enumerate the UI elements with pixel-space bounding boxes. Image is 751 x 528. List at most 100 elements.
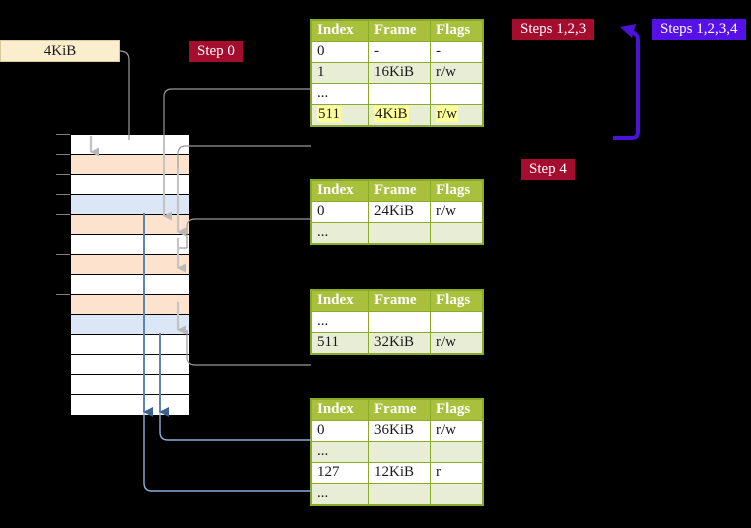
cell-frame: 16KiB xyxy=(368,62,431,84)
size-box-label: 4KiB xyxy=(43,42,77,59)
memory-tick xyxy=(56,154,70,155)
cell-index: ... xyxy=(311,311,369,333)
memory-frame-row xyxy=(71,195,189,215)
memory-frame-row xyxy=(71,275,189,295)
column-header-flags: Flags xyxy=(430,399,483,421)
column-header-frame: Frame xyxy=(368,399,431,421)
memory-frame-column xyxy=(70,134,190,415)
memory-frame-row xyxy=(71,355,189,375)
cell-index: 0 xyxy=(311,201,369,223)
column-header-frame: Frame xyxy=(368,20,431,42)
cell-frame: 12KiB xyxy=(368,462,431,484)
column-header-frame: Frame xyxy=(368,180,431,202)
memory-tick xyxy=(56,134,70,135)
column-header-flags: Flags xyxy=(430,290,483,312)
table-row: ... xyxy=(311,222,483,244)
cell-frame: 24KiB xyxy=(368,201,431,223)
table-row: ... xyxy=(311,441,483,463)
connector-table3-row511 xyxy=(186,330,311,366)
table-row: 511 4KiB r/w xyxy=(311,104,483,126)
cell-index: ... xyxy=(311,483,369,505)
size-box-4kib: 4KiB xyxy=(0,40,120,62)
highlighted-value: r/w xyxy=(436,106,458,122)
highlighted-value: 4KiB xyxy=(374,106,409,122)
connector-table1-row511 xyxy=(177,145,311,168)
badge-step-0-label: Step 0 xyxy=(197,43,235,59)
cell-flags: r xyxy=(430,462,483,484)
table-row: ... xyxy=(311,311,483,333)
cell-flags: r/w xyxy=(430,62,483,84)
cell-flags: - xyxy=(430,41,483,63)
connector-table4-row127 xyxy=(143,412,311,492)
badge-step-0: Step 0 xyxy=(189,41,243,62)
memory-tick xyxy=(56,194,70,195)
cell-frame: - xyxy=(368,41,431,63)
memory-frame-row xyxy=(71,335,189,355)
memory-frame-row xyxy=(71,255,189,275)
column-header-index: Index xyxy=(311,180,369,202)
connector-sizebox-to-memory xyxy=(119,50,130,140)
badge-steps-1234: Steps 1,2,3,4 xyxy=(652,19,746,40)
memory-frame-row xyxy=(71,315,189,335)
badge-step-4-label: Step 4 xyxy=(529,161,567,177)
cell-index: 0 xyxy=(311,41,369,63)
cell-flags xyxy=(430,441,483,463)
memory-tick xyxy=(56,214,70,215)
cell-flags: r/w xyxy=(430,201,483,223)
cell-flags xyxy=(430,311,483,333)
cell-index: 1 xyxy=(311,62,369,84)
memory-frame-row xyxy=(71,215,189,235)
cell-flags xyxy=(430,483,483,505)
cell-frame xyxy=(368,222,431,244)
purple-step-arrow xyxy=(613,25,640,140)
badge-steps-123: Steps 1,2,3 xyxy=(512,19,595,40)
cell-frame xyxy=(368,311,431,333)
cell-flags xyxy=(430,83,483,105)
table-row: 0-- xyxy=(311,41,483,63)
memory-tick xyxy=(56,174,70,175)
cell-index: ... xyxy=(311,441,369,463)
connector-table2-row0 xyxy=(186,218,311,248)
cell-flags: r/w xyxy=(430,104,483,126)
cell-frame xyxy=(368,83,431,105)
cell-index: 127 xyxy=(311,462,369,484)
table-row: ... xyxy=(311,83,483,105)
column-header-flags: Flags xyxy=(430,20,483,42)
cell-index: 0 xyxy=(311,420,369,442)
badge-steps-1234-label: Steps 1,2,3,4 xyxy=(660,21,738,37)
connector-table4-row0 xyxy=(159,412,311,441)
memory-frame-row xyxy=(71,155,189,175)
cell-flags xyxy=(430,222,483,244)
column-header-index: Index xyxy=(311,290,369,312)
memory-frame-row xyxy=(71,395,189,415)
cell-frame xyxy=(368,483,431,505)
cell-index: ... xyxy=(311,83,369,105)
cell-flags: r/w xyxy=(430,332,483,354)
memory-tick xyxy=(56,294,70,295)
cell-index: ... xyxy=(311,222,369,244)
highlighted-value: 511 xyxy=(317,106,341,122)
cell-frame: 32KiB xyxy=(368,332,431,354)
memory-frame-row xyxy=(71,295,189,315)
column-header-index: Index xyxy=(311,399,369,421)
badge-steps-123-label: Steps 1,2,3 xyxy=(520,21,587,37)
memory-frame-row xyxy=(71,135,189,155)
cell-frame: 4KiB xyxy=(368,104,431,126)
cell-index: 511 xyxy=(311,332,369,354)
cell-frame xyxy=(368,441,431,463)
badge-step-4: Step 4 xyxy=(521,159,575,180)
cell-frame: 36KiB xyxy=(368,420,431,442)
memory-frame-row xyxy=(71,175,189,195)
table-row: ... xyxy=(311,483,483,505)
cell-flags: r/w xyxy=(430,420,483,442)
memory-frame-row xyxy=(71,235,189,255)
